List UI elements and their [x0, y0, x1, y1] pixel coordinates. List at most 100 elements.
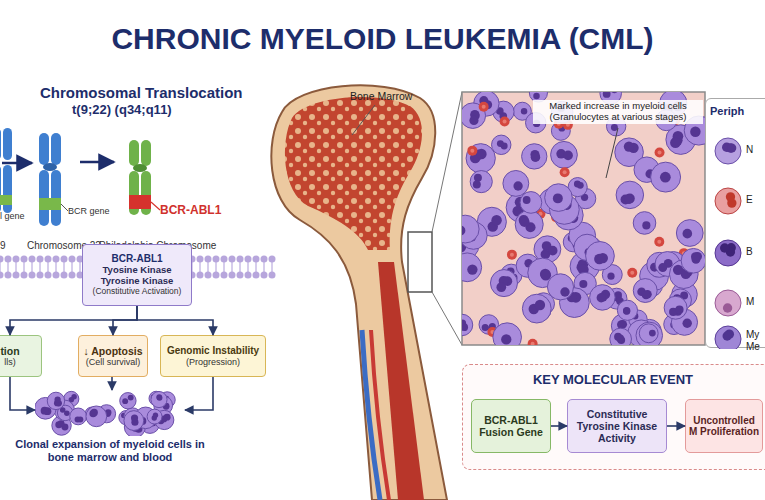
myeloid-cell: [462, 103, 486, 129]
flow-arrow: [10, 306, 137, 335]
cell-nucleus: [476, 149, 487, 160]
red-cell: [470, 149, 474, 153]
cell-nucleus: [497, 140, 504, 147]
cell-nucleus: [513, 181, 522, 190]
line-shape: [39, 262, 41, 272]
node-text: E: [746, 194, 765, 206]
cell-nucleus: [607, 273, 614, 280]
line-shape: [79, 262, 81, 272]
cell-nucleus: [469, 116, 478, 125]
node-text: M: [746, 296, 765, 308]
line-shape: [263, 262, 265, 272]
lipid-head: [213, 272, 220, 279]
myeloid-cell: [636, 322, 663, 345]
cell-nucleus: [77, 416, 83, 422]
line-shape: [0, 262, 1, 272]
lipid-head: [269, 272, 276, 279]
cell-nucleus: [624, 194, 634, 204]
myeloid-cell: [547, 274, 573, 300]
lipid-head: [221, 272, 228, 279]
node-heading: Periph: [710, 105, 765, 118]
cell-nucleus: [462, 323, 466, 331]
lipid-head: [45, 256, 52, 263]
cell-nucleus: [598, 253, 608, 263]
cell-nucleus: [618, 320, 627, 329]
node-text: (Progression): [186, 357, 240, 367]
node-heading: ↓ Apoptosis: [83, 345, 142, 357]
process-box: Uncontrolled M Proliferation: [685, 399, 763, 453]
myeloid-cell: [493, 323, 522, 345]
lipid-head: [21, 272, 28, 279]
flow-arrow: [111, 377, 113, 390]
lipid-head: [261, 272, 268, 279]
lipid-head: [205, 256, 212, 263]
line-shape: [7, 262, 9, 272]
cell-nucleus: [473, 181, 481, 189]
cell-nucleus: [531, 153, 540, 162]
myeloid-cells: [462, 92, 705, 345]
line-shape: [223, 262, 225, 272]
node-heading: Clonal expansion of myeloid cells in bon…: [13, 438, 207, 463]
line-shape: [199, 262, 201, 272]
effect-box: Genomic Instability(Progression): [160, 335, 266, 377]
rect-shape: [129, 195, 151, 209]
myeloid-cell: [466, 144, 495, 173]
myeloid-cell: [492, 135, 511, 154]
cell-nucleus: [563, 151, 573, 161]
lipid-head: [13, 256, 20, 263]
cell-nucleus: [474, 174, 482, 182]
flow-arrow: [137, 306, 213, 335]
ellipse-shape: [133, 164, 147, 172]
myeloid-cell: [610, 328, 632, 345]
lipid-head: [269, 256, 276, 263]
rect-shape: [3, 165, 12, 213]
cell-nucleus: [624, 141, 634, 151]
cell-nucleus: [577, 182, 584, 189]
philadelphia-chromosome: [129, 140, 160, 215]
red-cell: [655, 148, 665, 158]
gene-label: l gene: [0, 211, 40, 221]
cell-nucleus: [560, 287, 569, 296]
myeloid-cell: [715, 290, 741, 316]
myeloid-cell: [715, 326, 741, 349]
myeloid-cell: [545, 184, 573, 212]
lipid-head: [253, 256, 260, 263]
lipid-head: [221, 256, 228, 263]
flow-arrow: [551, 425, 567, 427]
myeloid-cell: [490, 270, 517, 297]
myeloid-cell: [47, 392, 64, 409]
cell-nucleus: [520, 217, 530, 227]
cell-nucleus: [131, 414, 138, 421]
node-heading: Uncontrolled M Proliferation: [688, 415, 760, 438]
cell-nucleus: [491, 215, 501, 225]
cell-nucleus: [642, 221, 650, 229]
cell-nucleus: [122, 398, 128, 404]
lipid-head: [13, 272, 20, 279]
myeloid-cell: [651, 162, 681, 192]
lipid-head: [61, 272, 68, 279]
cell-nucleus: [496, 282, 506, 292]
cell-nucleus: [523, 196, 531, 204]
cell-nucleus: [726, 192, 735, 201]
ellipse-shape: [43, 163, 57, 171]
lipid-head: [29, 256, 36, 263]
line-shape: [63, 262, 65, 272]
red-cell: [630, 271, 634, 275]
callout-label: Marked increase in myeloid cells (Granul…: [533, 100, 703, 124]
cell-nucleus: [642, 291, 651, 300]
lipid-head: [205, 272, 212, 279]
myeloid-cell: [586, 242, 615, 271]
myeloid-cell: [715, 188, 741, 214]
node-text: (Cell survival): [86, 357, 141, 367]
rect-shape: [39, 133, 49, 165]
rect-shape: [408, 232, 432, 292]
cell-nucleus: [670, 137, 681, 148]
cell-nucleus: [90, 409, 97, 416]
cell-nucleus: [649, 330, 656, 337]
node-heading: Constitutive Tyrosine Kinase Activity: [570, 408, 664, 444]
node-heading: KEY MOLECULAR EVENT: [463, 373, 763, 388]
effect-box: tionlls): [0, 335, 42, 377]
myeloid-cell: [151, 391, 167, 407]
blood-panel: PeriphNEBMMy Me: [705, 98, 765, 348]
rect-shape: [51, 133, 61, 165]
